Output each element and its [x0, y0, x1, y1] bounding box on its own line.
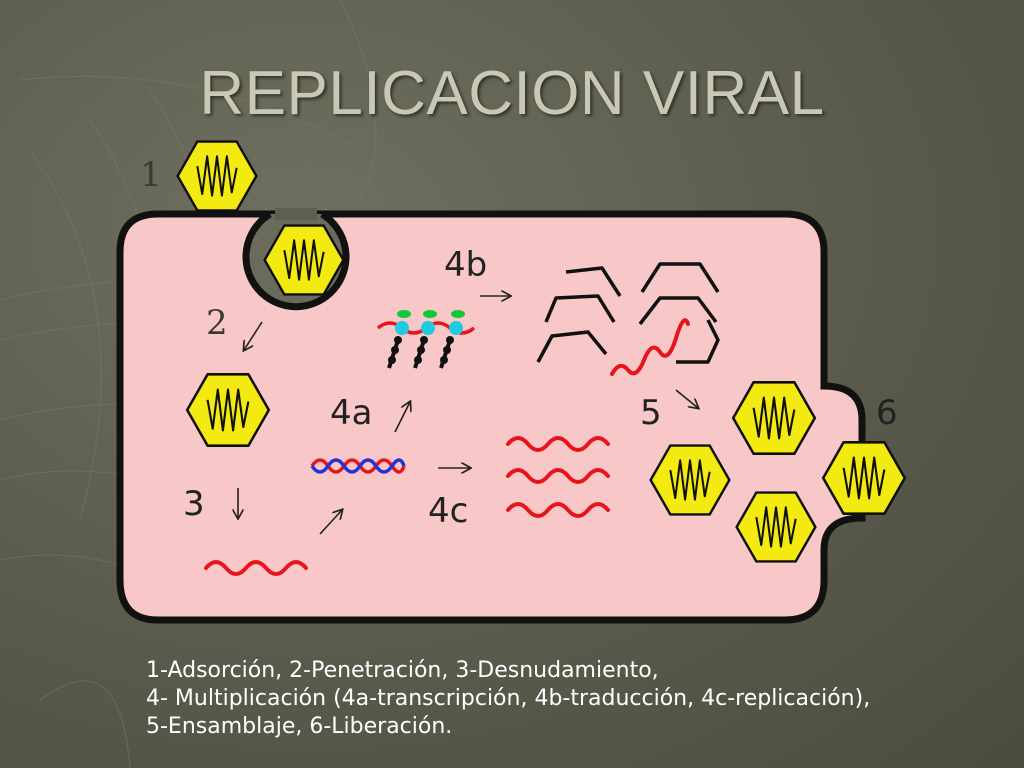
step-5-label: 5 — [640, 393, 662, 433]
caption-line-1: 1-Adsorción, 2-Penetración, 3-Desnudamie… — [146, 658, 659, 683]
ribosome-complex-icon — [376, 310, 476, 369]
step-1-label: 1 — [140, 155, 162, 195]
step-6-label: 6 — [876, 393, 898, 433]
arrow-icon — [319, 510, 342, 535]
step-2-label: 2 — [206, 303, 228, 343]
virus-adsorbed-icon — [176, 140, 258, 212]
caption-line-2: 4- Multiplicación (4a-transcripción, 4b-… — [146, 686, 871, 711]
page-title: REPLICACION VIRAL — [199, 59, 825, 128]
step-3-label: 3 — [183, 484, 205, 524]
dna-strand-icon — [310, 458, 406, 474]
arrow-icon — [675, 389, 698, 408]
caption-line-3: 5-Ensamblaje, 6-Liberación. — [146, 714, 453, 739]
rna-strand-icon — [610, 318, 690, 376]
step-4a-label: 4a — [330, 393, 372, 433]
arrow-icon — [244, 321, 263, 350]
vesicle-opening — [275, 208, 317, 220]
arrow-icon — [394, 402, 410, 433]
step-4c-label: 4c — [428, 491, 468, 531]
caption: 1-Adsorción, 2-Penetración, 3-Desnudamie… — [146, 657, 870, 741]
step-4b-label: 4b — [444, 245, 487, 285]
capsid-fragment-icon — [536, 262, 720, 364]
cell-membrane — [116, 210, 866, 624]
